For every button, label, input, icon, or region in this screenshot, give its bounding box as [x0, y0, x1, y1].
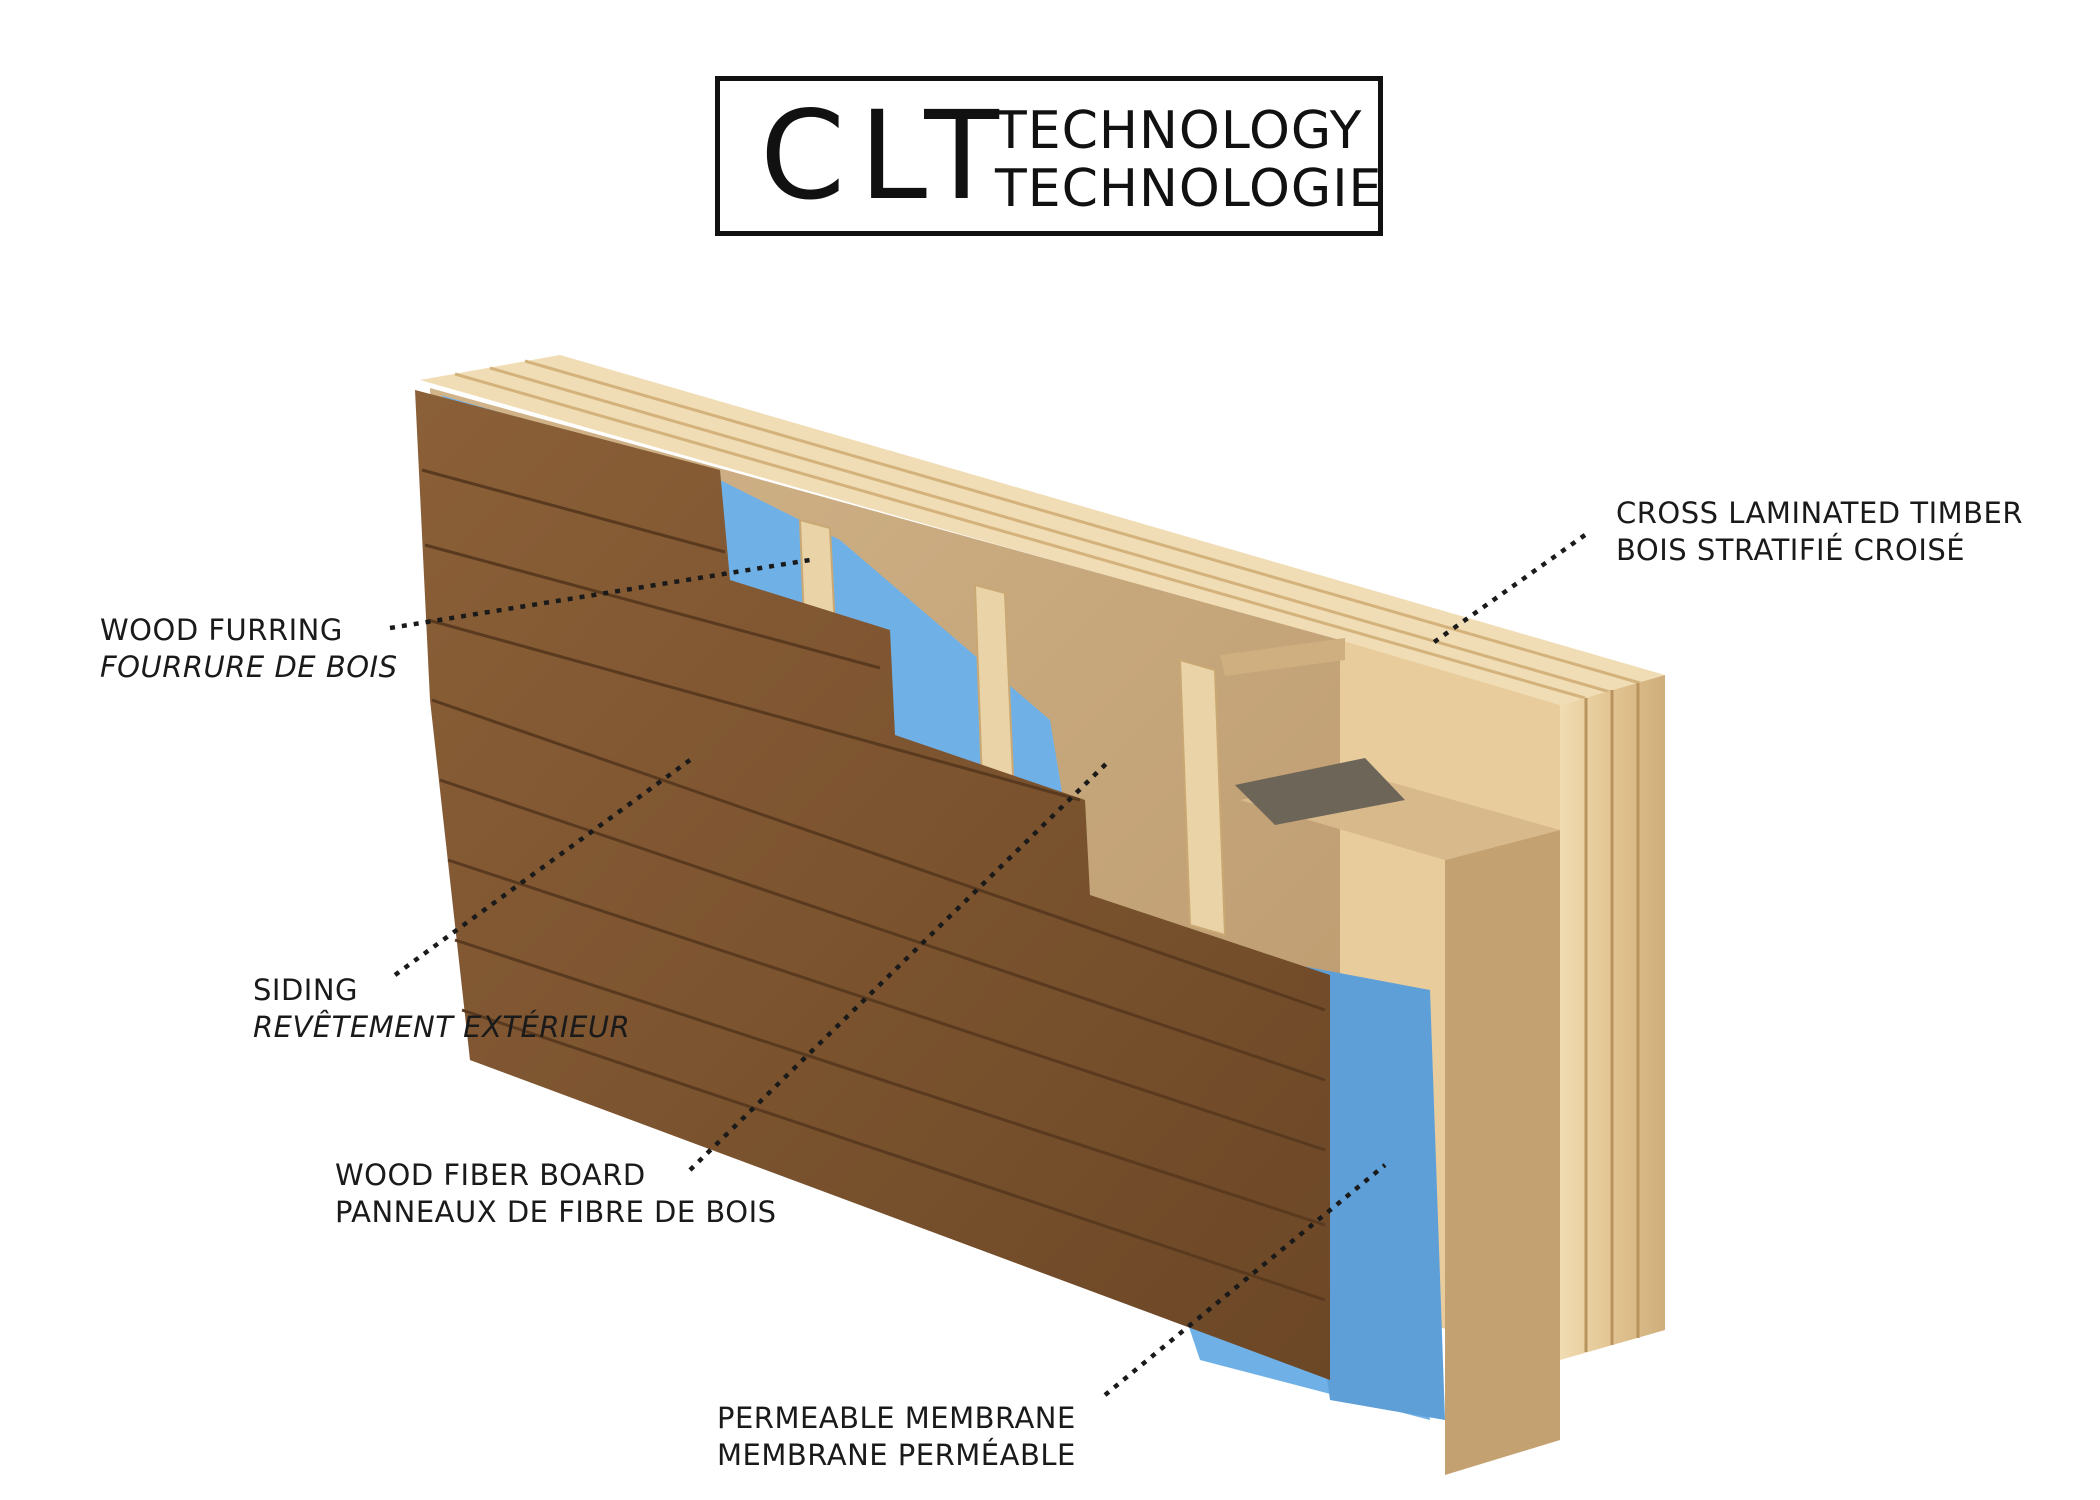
leader-fiberboard [688, 758, 1112, 1172]
title-clt: CLT [760, 85, 1013, 227]
label-wood-fiber-board-fr: PANNEAUX DE FIBRE DE BOIS [335, 1195, 777, 1229]
label-siding: SIDING REVÊTEMENT EXTÉRIEUR [253, 972, 630, 1046]
label-cross-laminated-timber-fr: BOIS STRATIFIÉ CROISÉ [1616, 533, 1966, 567]
label-permeable-membrane-fr: MEMBRANE PERMÉABLE [717, 1438, 1076, 1472]
siding-upper [415, 390, 1330, 1380]
clt-end-layers [1584, 683, 1640, 1352]
label-permeable-membrane: PERMEABLE MEMBRANE MEMBRANE PERMÉABLE [717, 1400, 1076, 1474]
label-wood-furring: WOOD FURRING FOURRURE DE BOIS [100, 612, 398, 686]
label-siding-fr: REVÊTEMENT EXTÉRIEUR [253, 1010, 631, 1044]
label-wood-fiber-board-en: WOOD FIBER BOARD [335, 1158, 646, 1192]
leader-siding [393, 758, 692, 977]
siding-boards [415, 390, 1330, 1380]
title-box: CLT TECHNOLOGY TECHNOLOGIE [715, 76, 1383, 236]
furring-strip-3 [1178, 658, 1227, 937]
title-technology-en: TECHNOLOGY [995, 101, 1363, 161]
label-wood-fiber-board: WOOD FIBER BOARD PANNEAUX DE FIBRE DE BO… [335, 1157, 777, 1231]
fiber-board-end [1445, 830, 1560, 1475]
leader-membrane [1103, 1163, 1387, 1397]
leader-lines [389, 533, 1587, 1397]
clt-top-layers [454, 359, 1641, 700]
label-cross-laminated-timber-en: CROSS LAMINATED TIMBER [1616, 496, 2024, 530]
fiber-board-cutout [1235, 758, 1405, 825]
fiber-board-top [1220, 638, 1345, 676]
leader-clt [1428, 533, 1587, 647]
label-wood-furring-fr: FOURRURE DE BOIS [100, 650, 398, 684]
label-cross-laminated-timber: CROSS LAMINATED TIMBER BOIS STRATIFIÉ CR… [1616, 495, 2023, 569]
siding-grooves [421, 468, 1326, 1302]
label-permeable-membrane-en: PERMEABLE MEMBRANE [717, 1401, 1076, 1435]
title-technology-fr: TECHNOLOGIE [995, 159, 1383, 219]
label-wood-furring-en: WOOD FURRING [100, 613, 343, 647]
label-siding-en: SIDING [253, 973, 359, 1007]
